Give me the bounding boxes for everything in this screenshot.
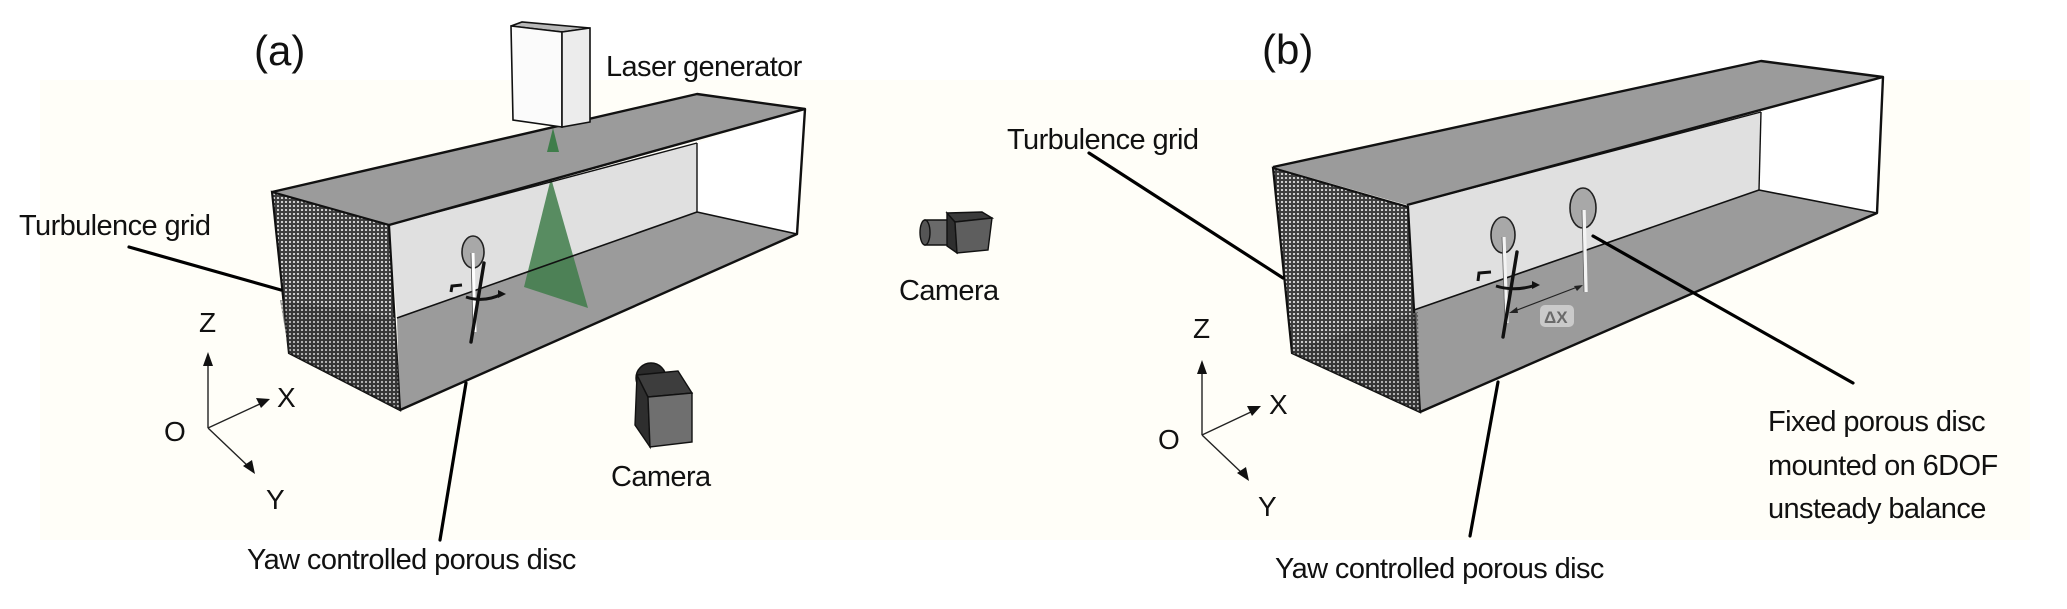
axis-origin-label: O (164, 416, 186, 447)
yaw-disc-a (449, 235, 506, 344)
yaw-arrow-head-icon (1532, 281, 1540, 289)
tunnel-ceiling (1273, 61, 1883, 205)
axis-x-label: X (1269, 389, 1288, 420)
coordinate-axes-b: Z X Y O (1158, 313, 1288, 522)
y-axis (1201, 434, 1244, 475)
disc-mast-outline (1581, 209, 1585, 293)
camera-lens-rim (919, 219, 931, 246)
tunnel-edge (1406, 111, 1762, 206)
wind-tunnel-a (270, 92, 807, 412)
yaw-disc-leader-b (1468, 380, 1500, 538)
spacing-arrow-head-icon (1574, 285, 1583, 291)
y-arrow-icon (1237, 467, 1249, 481)
tunnel-ceiling (272, 94, 805, 225)
camera-bottom-icon (634, 362, 694, 450)
wind-tunnel-b: ΔX (1271, 59, 1885, 414)
turbulence-grid-leader-b (1087, 151, 1285, 280)
turbulence-grid-leader-a (127, 245, 283, 292)
spacing-label: ΔX (1544, 308, 1568, 327)
fixed-disc-leader (1591, 234, 1855, 385)
yaw-hook-icon (449, 283, 463, 293)
camera-body-front (647, 392, 693, 448)
tunnel-edge (696, 211, 798, 235)
tunnel-outlet (1759, 77, 1883, 213)
panel-a: (a) (19, 21, 1001, 576)
turbulence-grid-shadow (1290, 312, 1420, 412)
yaw-disc-b (1476, 216, 1540, 339)
laser-sheet (524, 178, 588, 308)
yaw-arrow-head-icon (498, 290, 506, 298)
panel-b-label: (b) (1262, 26, 1313, 73)
spacing-arrow-head-icon (1509, 307, 1518, 313)
disc-mast-outline (1501, 236, 1506, 324)
fixed-disc-label-line: Fixed porous disc (1768, 406, 1985, 438)
camera-bottom-label: Camera (611, 461, 712, 493)
tunnel-outlet (697, 109, 805, 234)
laser-box-side (561, 27, 591, 128)
tunnel-edge (1758, 111, 1762, 191)
camera-top-icon (919, 211, 995, 255)
yaw-rod (1501, 250, 1519, 339)
disc-mast (1582, 209, 1588, 293)
disc-mast-outline (470, 252, 474, 333)
laser-generator-label: Laser generator (606, 51, 803, 83)
yaw-rod (469, 261, 486, 344)
x-axis (1201, 410, 1254, 436)
panel-a-label: (a) (254, 27, 305, 74)
axis-x-label: X (277, 382, 296, 413)
axis-z-label: Z (199, 307, 216, 338)
x-arrow-icon (256, 398, 270, 408)
x-axis (207, 402, 263, 429)
axis-y-label: Y (1258, 491, 1277, 522)
tunnel-edge (1758, 189, 1878, 214)
yaw-disc-leader-a (438, 381, 468, 542)
spacing-arrow (1511, 285, 1581, 313)
yaw-disc-label-a: Yaw controlled porous disc (247, 544, 576, 576)
yaw-hook-icon (1476, 270, 1492, 282)
z-arrow-icon (203, 352, 213, 366)
camera-top-label: Camera (899, 275, 1000, 307)
fixed-disc-label: Fixed porous disc mounted on 6DOF unstea… (1768, 406, 2005, 525)
y-axis (207, 427, 250, 468)
fixed-disc-label-line: unsteady balance (1768, 493, 1986, 525)
fixed-disc-label-line: mounted on 6DOF (1768, 450, 1998, 482)
tunnel-edge (388, 107, 806, 227)
camera-body-front (954, 217, 993, 254)
fixed-disc-b (1569, 187, 1597, 293)
turbulence-grid-label-a: Turbulence grid (19, 210, 210, 242)
axis-z-label: Z (1193, 313, 1210, 344)
turbulence-grid-shadow (280, 300, 400, 410)
laser-generator (510, 21, 591, 128)
spacing-dimension: ΔX (1509, 285, 1583, 327)
tunnel-edge (396, 211, 698, 319)
axis-y-label: Y (266, 484, 285, 515)
panel-b: (b) (1007, 26, 2005, 585)
yaw-disc-label-b: Yaw controlled porous disc (1275, 553, 1604, 585)
tunnel-floor (397, 212, 797, 410)
spacing-label-bg (1540, 305, 1574, 327)
tunnel-edge (388, 142, 698, 226)
y-arrow-icon (243, 460, 255, 474)
tunnel-floor (1414, 190, 1877, 412)
turbulence-grid-label-b: Turbulence grid (1007, 124, 1198, 156)
coordinate-axes-a: Z X Y O (164, 307, 296, 515)
laser-beam-top (547, 128, 559, 152)
axis-origin-label: O (1158, 424, 1180, 455)
laser-box-front (510, 25, 563, 128)
x-arrow-icon (1247, 406, 1261, 416)
z-arrow-icon (1197, 360, 1207, 374)
